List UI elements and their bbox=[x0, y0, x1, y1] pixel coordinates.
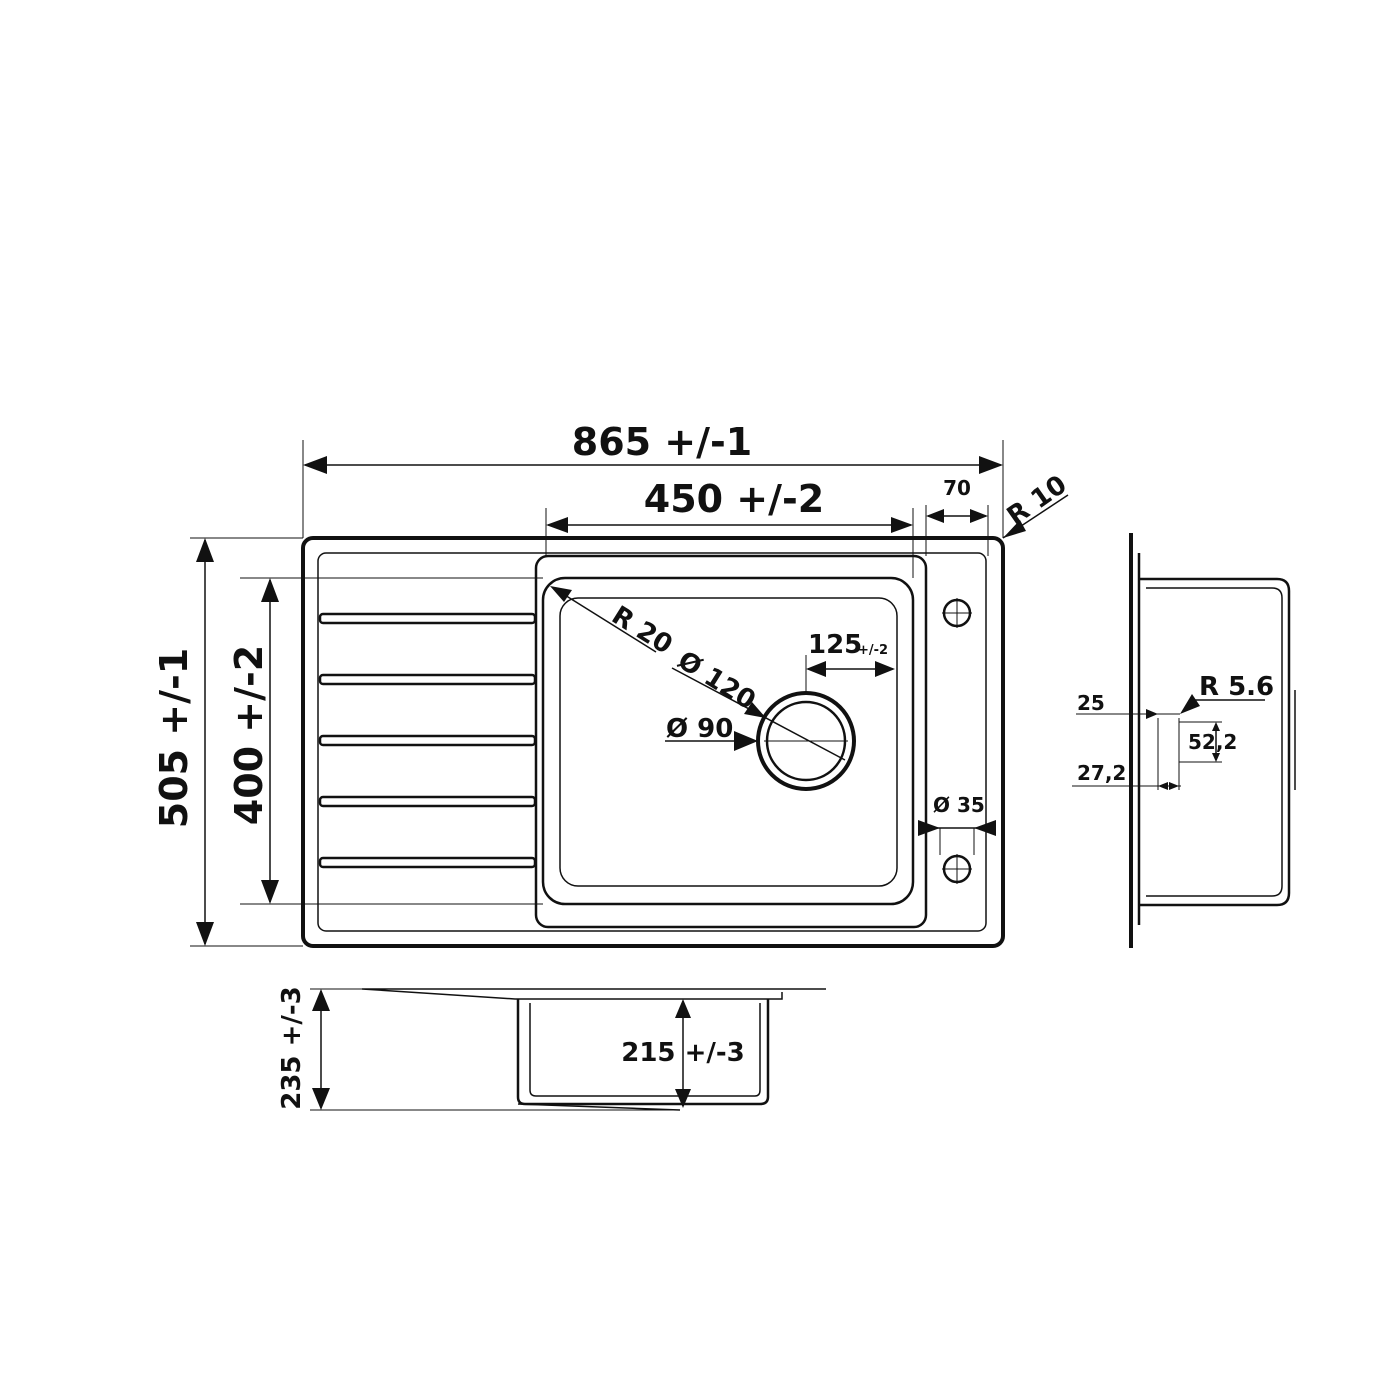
tap-hole-bottom bbox=[939, 828, 975, 884]
bowl-frame bbox=[534, 554, 928, 929]
tap-hole-label: Ø 35 bbox=[933, 793, 985, 817]
rim-radius-label: R 5.6 bbox=[1199, 672, 1274, 702]
front-view: 235 +/-3 215 +/-3 bbox=[277, 986, 826, 1111]
rim-width-label: 27,2 bbox=[1077, 761, 1126, 785]
drainer-groove bbox=[318, 734, 537, 747]
rim-offset-label: 25 bbox=[1077, 691, 1105, 715]
front-rim bbox=[361, 988, 826, 1000]
bowl-width-label: 450 +/-2 bbox=[644, 477, 824, 521]
bowl-height-label: 215 +/-3 bbox=[621, 1038, 745, 1068]
overall-depth-label: 505 +/-1 bbox=[152, 648, 196, 828]
corner-radius-label: R 10 bbox=[1002, 470, 1073, 532]
drainer-groove bbox=[318, 795, 537, 808]
drainer-grooves bbox=[318, 612, 537, 869]
drainer-groove bbox=[318, 673, 537, 686]
rim-height-label: 52,2 bbox=[1188, 730, 1237, 754]
top-view: 865 +/-1 450 +/-2 70 R 10 505 +/-1 400 +… bbox=[152, 420, 1073, 948]
bowl-depth-label: 400 +/-2 bbox=[227, 645, 271, 825]
waste-diameter-label: Ø 120 bbox=[672, 645, 760, 716]
sink-outline bbox=[301, 536, 1005, 948]
drainer-groove bbox=[318, 612, 537, 625]
bowl-floor bbox=[559, 597, 898, 887]
bowl-rim bbox=[541, 576, 915, 906]
side-view: 25 R 5.6 52,2 27,2 bbox=[1072, 533, 1296, 948]
deck-width-label: 70 bbox=[943, 476, 971, 500]
drain-offset-tolerance: +/-2 bbox=[858, 643, 888, 658]
overall-width-label: 865 +/-1 bbox=[572, 420, 752, 464]
total-height-label: 235 +/-3 bbox=[277, 986, 307, 1110]
sink-inner-outline bbox=[317, 552, 987, 932]
side-bowl bbox=[1137, 553, 1291, 925]
drainer-groove bbox=[318, 856, 537, 869]
drain-offset-label: 125 bbox=[808, 630, 862, 660]
tap-hole-top bbox=[942, 598, 972, 628]
front-bowl bbox=[516, 999, 770, 1106]
drain-diameter-label: Ø 90 bbox=[666, 714, 733, 744]
bowl-radius-label: R 20 bbox=[606, 600, 677, 660]
